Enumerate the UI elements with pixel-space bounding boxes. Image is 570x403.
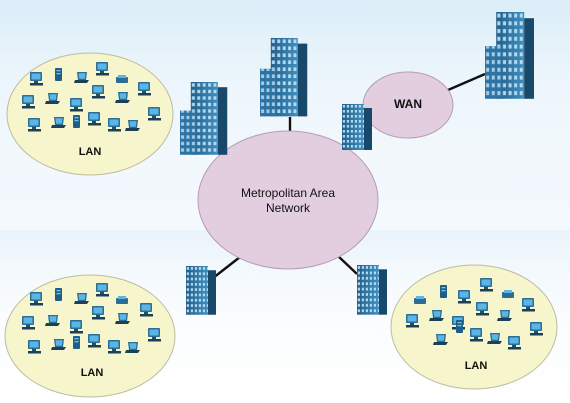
- computer-icon: [30, 72, 43, 86]
- computer-icon: [96, 283, 109, 297]
- computer-icon: [92, 85, 105, 99]
- computer-icon: [108, 340, 121, 354]
- server-icon: [73, 336, 80, 349]
- lan-label-top-left: LAN: [78, 146, 102, 158]
- computer-icon: [476, 302, 489, 316]
- computer-icon: [508, 336, 521, 350]
- building-icon: [342, 104, 372, 150]
- computer-icon: [522, 298, 535, 312]
- lan-top-left: [6, 52, 174, 176]
- link-man-building-bottom-right: [337, 255, 358, 275]
- server-icon: [55, 288, 62, 301]
- building-icon: [186, 266, 216, 315]
- computer-icon: [22, 95, 35, 109]
- lan-label-bottom-left: LAN: [80, 367, 104, 379]
- computer-icon: [92, 306, 105, 320]
- computer-icon: [96, 62, 109, 76]
- man-label: Metropolitan Area Network: [240, 186, 336, 215]
- computer-icon: [108, 118, 121, 132]
- link-wan-building: [447, 72, 486, 92]
- computer-icon: [148, 328, 161, 342]
- computer-icon: [28, 340, 41, 354]
- lan-label-bottom-right: LAN: [464, 360, 488, 372]
- wan-label: WAN: [394, 97, 422, 111]
- computer-icon: [28, 118, 41, 132]
- building-icon: [357, 265, 387, 315]
- lan-bottom-left: [4, 274, 176, 398]
- computer-icon: [140, 303, 153, 317]
- computer-icon: [22, 316, 35, 330]
- computer-icon: [530, 322, 543, 336]
- computer-icon: [458, 290, 471, 304]
- computer-icon: [70, 98, 83, 112]
- computer-icon: [138, 82, 151, 96]
- lan-bottom-right: [390, 264, 558, 390]
- server-icon: [73, 115, 80, 128]
- lan-ellipse: [390, 264, 558, 390]
- computer-icon: [30, 292, 43, 306]
- computer-icon: [88, 334, 101, 348]
- man-ellipse: [197, 130, 379, 270]
- server-icon: [55, 68, 62, 81]
- computer-icon: [480, 278, 493, 292]
- computer-icon: [406, 314, 419, 328]
- server-icon: [456, 320, 463, 333]
- computer-icon: [470, 328, 483, 342]
- computer-icon: [70, 320, 83, 334]
- link-man-building-bottom-left: [212, 256, 241, 279]
- computer-icon: [148, 107, 161, 121]
- server-icon: [440, 285, 447, 298]
- computer-icon: [88, 112, 101, 126]
